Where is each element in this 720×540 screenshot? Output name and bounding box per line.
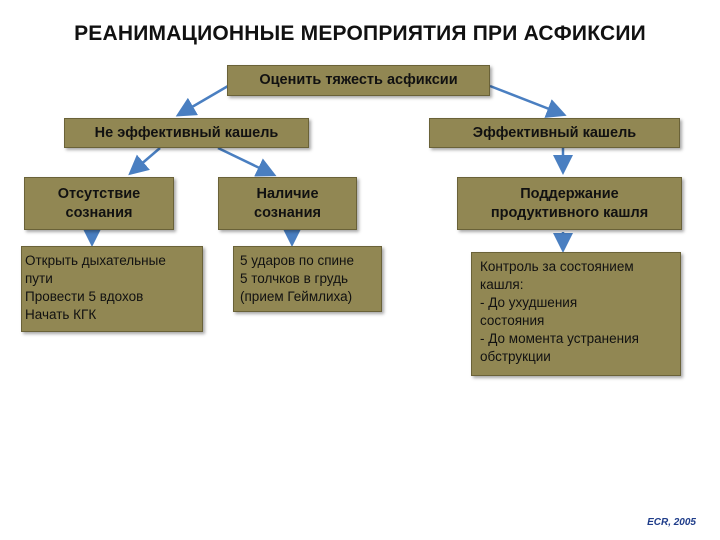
root-node-label: Оценить тяжесть асфиксии bbox=[259, 72, 458, 88]
ineffective-cough-label: Не эффективный кашель bbox=[94, 124, 279, 141]
ineffective-cough-node: Не эффективный кашель bbox=[64, 118, 309, 148]
unconscious-actions-text: Открыть дыхательные пути Провести 5 вдох… bbox=[25, 253, 166, 322]
unconscious-label: Отсутствие сознания bbox=[57, 185, 141, 221]
page-title: РЕАНИМАЦИОННЫЕ МЕРОПРИЯТИЯ ПРИ АСФИКСИИ bbox=[74, 22, 646, 45]
support-cough-label: Поддержание продуктивного кашля bbox=[490, 185, 649, 221]
effective-cough-label: Эффективный кашель bbox=[472, 124, 637, 141]
support-actions-text: Контроль за состоянием кашля: - До ухудш… bbox=[480, 259, 639, 364]
arrow-ineffective-to-unconscious bbox=[128, 147, 161, 176]
unconscious-actions-node: Открыть дыхательные пути Провести 5 вдох… bbox=[21, 246, 203, 332]
source-citation: ECR, 2005 bbox=[647, 517, 696, 528]
effective-cough-node: Эффективный кашель bbox=[429, 118, 680, 148]
root-node: Оценить тяжесть асфиксии bbox=[227, 65, 490, 96]
conscious-actions-text: 5 ударов по спине 5 толчков в грудь (при… bbox=[240, 253, 355, 304]
conscious-actions-node: 5 ударов по спине 5 толчков в грудь (при… bbox=[233, 246, 382, 312]
arrow-ineffective-to-conscious bbox=[217, 146, 277, 177]
unconscious-node: Отсутствие сознания bbox=[24, 177, 174, 230]
support-cough-node: Поддержание продуктивного кашля bbox=[457, 177, 682, 230]
arrow-root-to-effective bbox=[489, 84, 567, 118]
support-actions-node: Контроль за состоянием кашля: - До ухудш… bbox=[471, 252, 681, 376]
conscious-label: Наличие сознания bbox=[254, 185, 321, 221]
conscious-node: Наличие сознания bbox=[218, 177, 357, 230]
arrow-root-to-ineffective bbox=[175, 84, 229, 117]
